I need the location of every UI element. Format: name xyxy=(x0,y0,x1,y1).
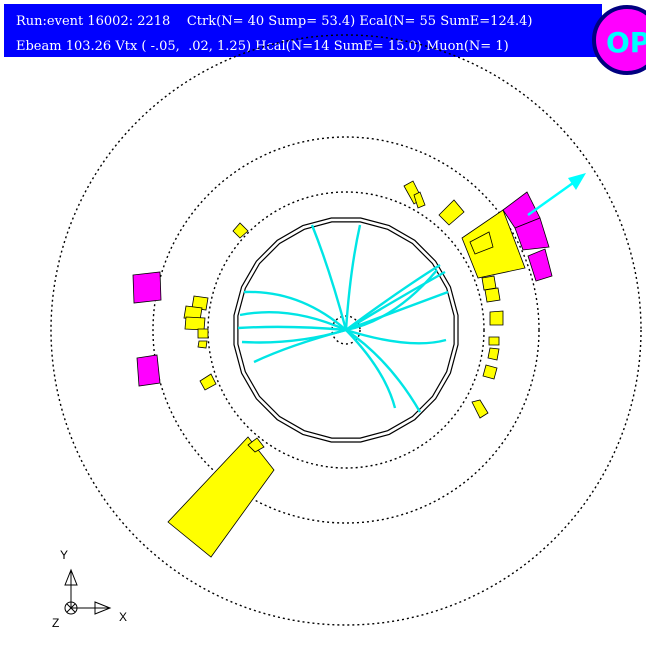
track xyxy=(345,263,441,331)
muon-ring xyxy=(50,34,642,626)
y-axis-arrow-icon xyxy=(64,568,78,586)
track xyxy=(345,328,447,345)
track xyxy=(345,290,449,332)
tracks xyxy=(237,224,449,413)
info-banner xyxy=(4,4,602,57)
ecal-ring xyxy=(207,191,485,469)
opal-logo-icon: OP xyxy=(592,5,646,75)
ecal-block xyxy=(197,328,209,339)
x-axis-arrow-icon xyxy=(94,601,112,615)
track xyxy=(310,224,348,331)
ecal-block xyxy=(484,287,501,303)
hcal-ring xyxy=(152,136,540,524)
ecal-block xyxy=(191,295,209,311)
ecal-block xyxy=(471,399,489,419)
track xyxy=(239,310,347,332)
z-axis-icon xyxy=(64,601,78,615)
ecal-block xyxy=(489,310,504,326)
banner-line-1: Run:event 16002: 2218 Ctrk(N= 40 Sump= 5… xyxy=(16,14,532,29)
track xyxy=(243,290,347,331)
hcal-block xyxy=(527,248,553,282)
ecal-block xyxy=(487,347,500,361)
ecal-block xyxy=(247,437,265,453)
ecal-block xyxy=(184,316,206,331)
track xyxy=(345,329,397,409)
hcal-block xyxy=(132,271,162,304)
y-axis-label: Y xyxy=(60,548,68,562)
track xyxy=(344,224,362,331)
x-axis-label: X xyxy=(119,610,127,624)
ecal-block xyxy=(232,222,249,239)
ecal-block xyxy=(413,191,426,209)
banner-line-2: Ebeam 103.26 Vtx ( -.05, .02, 1.25) Hcal… xyxy=(16,39,509,54)
track xyxy=(345,329,422,413)
track xyxy=(237,325,347,332)
calorimeter-hits xyxy=(132,180,553,558)
axes-gizmo: Y X Z xyxy=(52,548,127,630)
ecal-jet-tower xyxy=(461,209,526,279)
hcal-block xyxy=(136,354,161,387)
ecal-jet-tower xyxy=(167,436,275,558)
logo-text: OP xyxy=(606,26,646,59)
track xyxy=(345,269,438,332)
ecal-block xyxy=(482,364,498,380)
ecal-block xyxy=(488,336,500,346)
track xyxy=(345,270,446,332)
ecal-block xyxy=(197,340,208,349)
z-axis-label: Z xyxy=(52,616,59,630)
track xyxy=(253,328,347,364)
muon-arrow xyxy=(527,173,586,216)
ecal-block xyxy=(481,275,497,291)
track xyxy=(241,328,347,344)
ecal-block xyxy=(469,231,494,255)
hcal-block xyxy=(514,217,550,251)
tracker-polygon xyxy=(233,217,459,443)
ecal-block xyxy=(199,373,217,391)
ecal-block xyxy=(438,199,465,226)
